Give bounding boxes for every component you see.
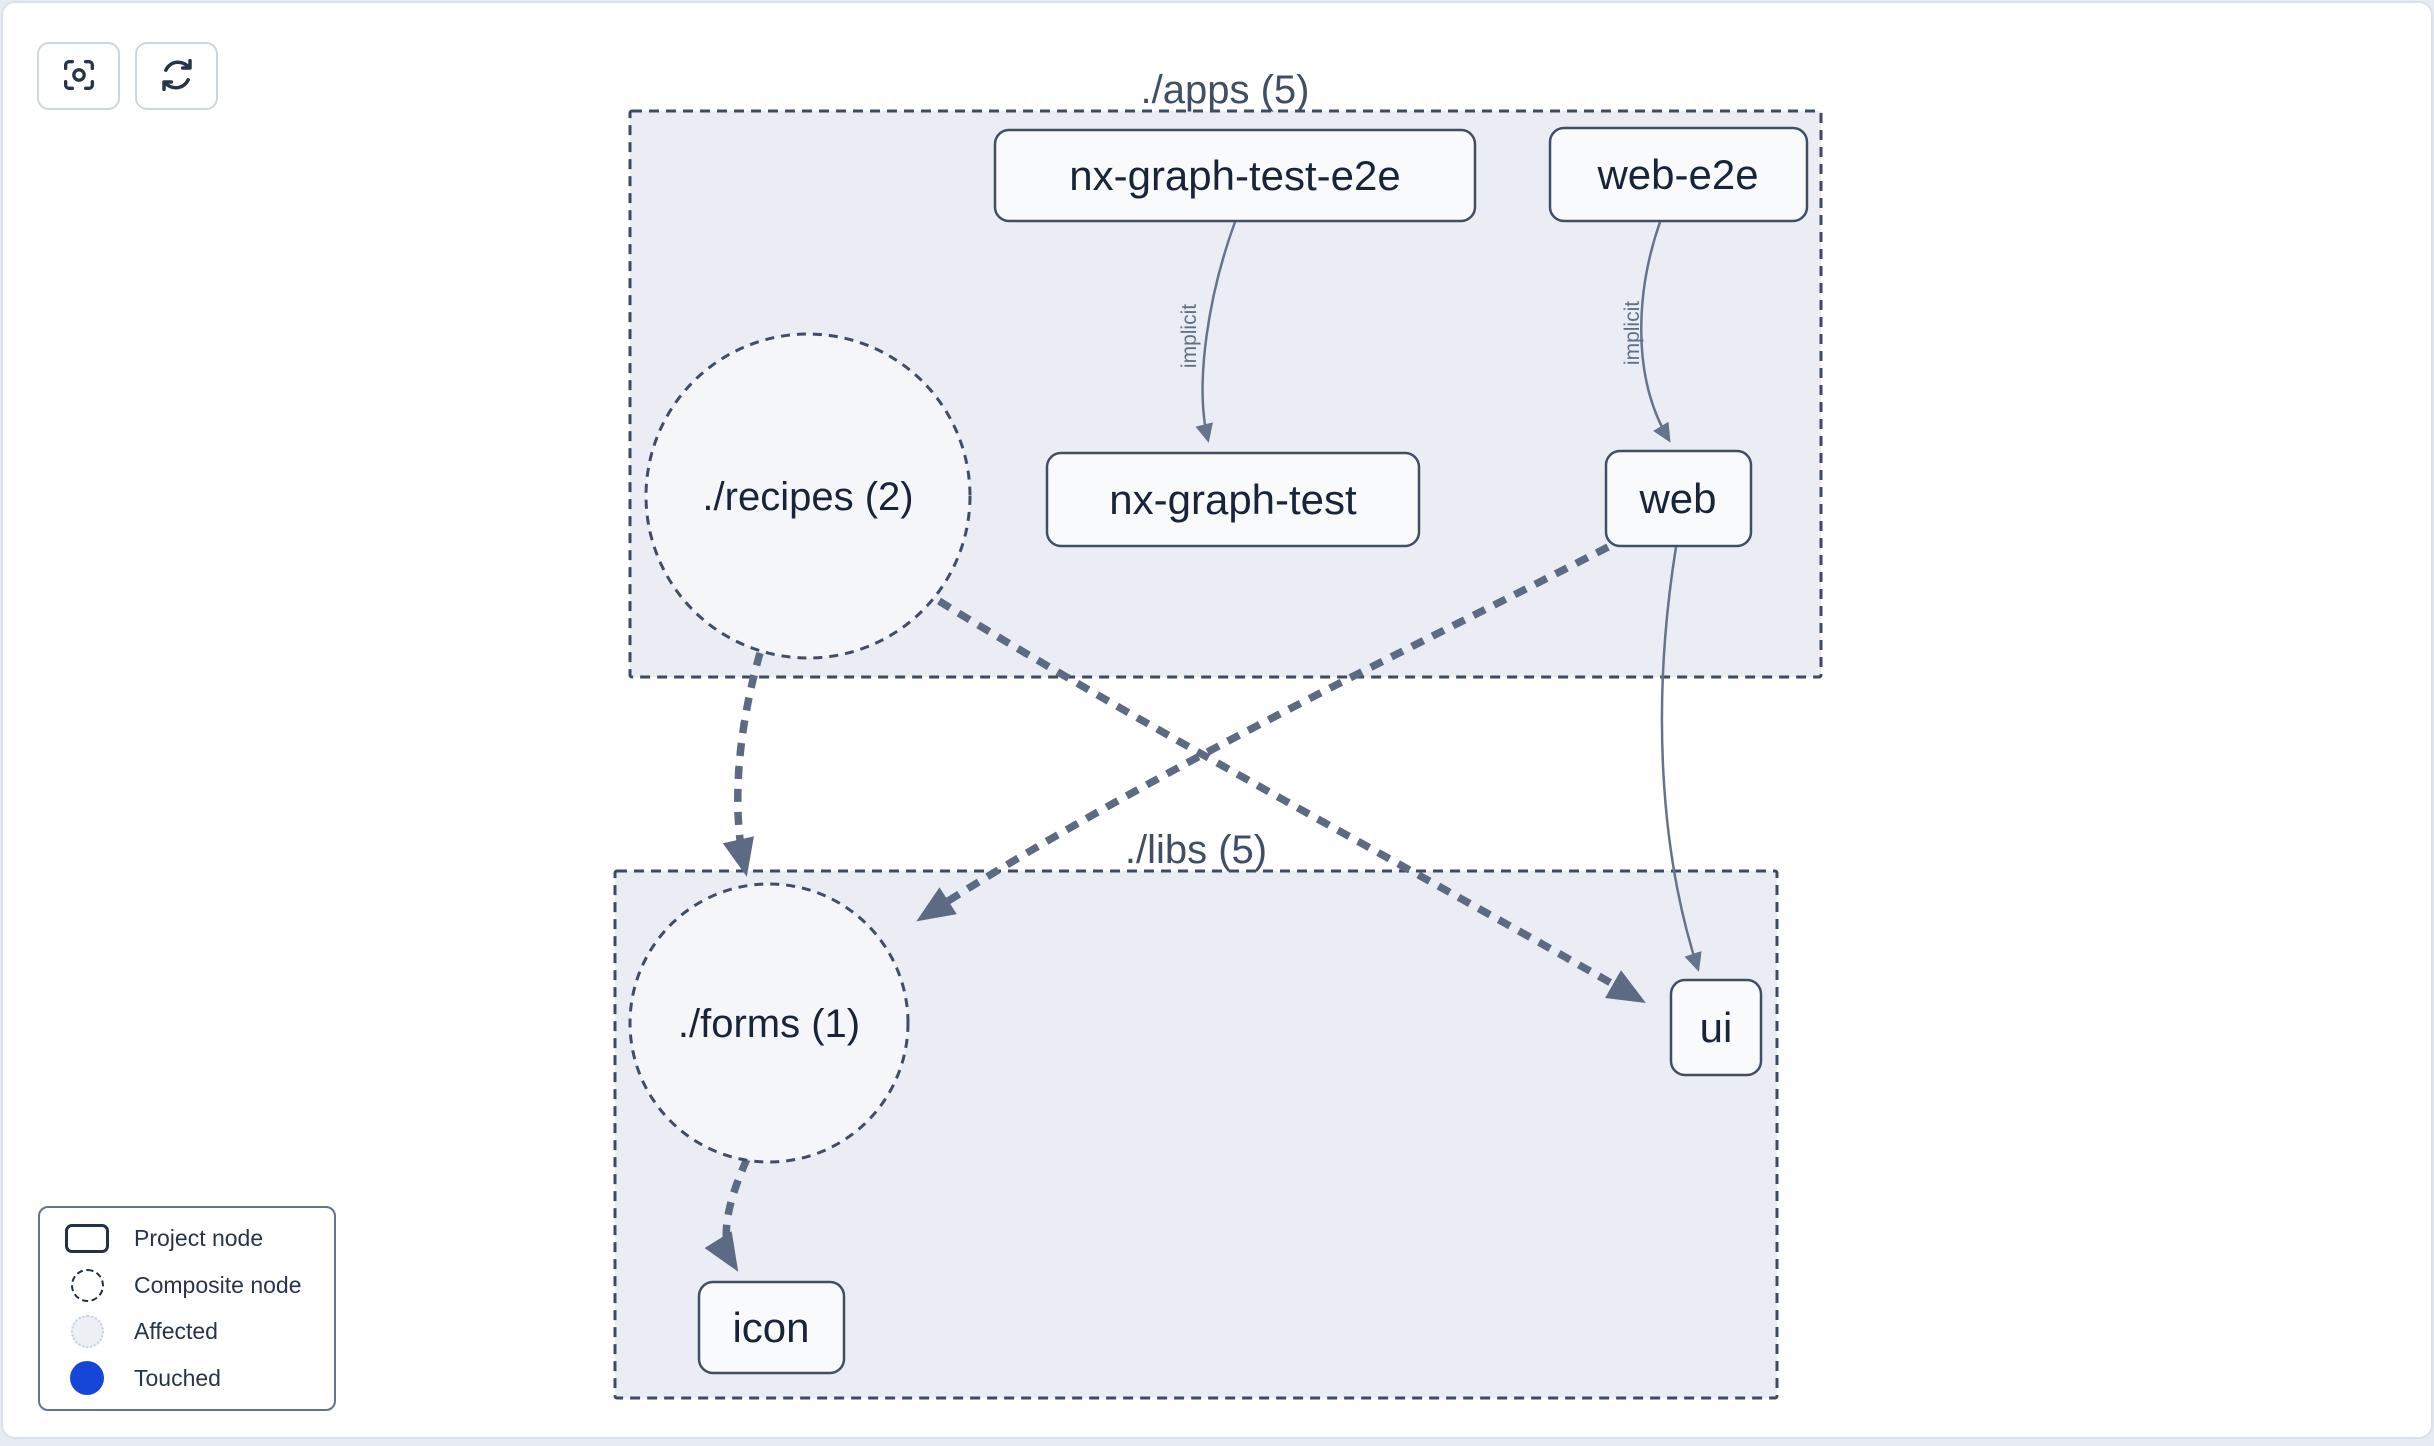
- project-node-ui[interactable]: ui: [1669, 978, 1763, 1077]
- affected-icon: [70, 1315, 104, 1349]
- edge-web-to-ui: [1660, 546, 1702, 972]
- legend-item-affected: Affected: [40, 1310, 334, 1354]
- composite-node-forms-circle[interactable]: [628, 882, 910, 1164]
- composite-node-forms[interactable]: ./forms (1): [628, 882, 910, 1164]
- composite-node-forms-label: ./forms (1): [678, 1002, 860, 1046]
- project-node-web-box[interactable]: [1604, 449, 1753, 548]
- project-node-icon-label: icon: [732, 1304, 809, 1351]
- edge-nx-graph-test-e2e-to-nx-graph-test: [1195, 221, 1237, 443]
- composite-node-icon: [70, 1268, 104, 1302]
- project-node-nx-graph-test-e2e-label: nx-graph-test-e2e: [1069, 152, 1401, 199]
- project-node-nx-graph-test-e2e[interactable]: nx-graph-test-e2e: [993, 128, 1477, 223]
- legend-label-composite-node: Composite node: [134, 1271, 302, 1298]
- project-node-ui-label: ui: [1700, 1004, 1733, 1051]
- focus-reset-button[interactable]: [37, 42, 120, 110]
- edge-web-e2e-to-web: [1640, 221, 1671, 443]
- legend-label-affected: Affected: [134, 1318, 218, 1345]
- toolbar: [37, 42, 218, 110]
- composite-node-recipes[interactable]: ./recipes (2): [644, 332, 972, 660]
- composite-node-recipes-label: ./recipes (2): [702, 475, 913, 519]
- project-node-ui-box[interactable]: [1669, 978, 1763, 1077]
- edge-label-implicit-2: implicit: [1621, 301, 1644, 365]
- project-node-nx-graph-test[interactable]: nx-graph-test: [1045, 451, 1421, 548]
- legend-label-touched: Touched: [134, 1364, 221, 1391]
- project-node-icon-box[interactable]: [697, 1280, 846, 1375]
- refresh-icon: [157, 55, 197, 98]
- project-graph-svg: ./apps (5) ./libs (5) implicit implicit …: [613, 68, 1823, 1400]
- focus-icon: [59, 55, 99, 98]
- cluster-libs-label: ./libs (5): [1125, 828, 1267, 872]
- project-node-nx-graph-test-label: nx-graph-test: [1109, 476, 1357, 523]
- cluster-apps-label: ./apps (5): [1141, 68, 1310, 112]
- project-node-web-e2e-label: web-e2e: [1596, 151, 1758, 198]
- project-node-web-e2e[interactable]: web-e2e: [1548, 126, 1809, 223]
- edge-recipes-to-ui: [937, 597, 1646, 1003]
- project-node-icon: [65, 1224, 109, 1254]
- project-node-nx-graph-test-box[interactable]: [1045, 451, 1421, 548]
- legend-item-composite-node: Composite node: [40, 1263, 334, 1307]
- composite-node-recipes-circle[interactable]: [644, 332, 972, 660]
- legend-item-project-node: Project node: [40, 1217, 334, 1261]
- project-node-icon[interactable]: icon: [697, 1280, 846, 1375]
- legend-item-touched: Touched: [40, 1356, 334, 1400]
- edge-label-implicit-1: implicit: [1178, 304, 1201, 368]
- legend: Project node Composite node Affected Tou…: [38, 1206, 336, 1411]
- touched-icon: [70, 1361, 104, 1396]
- legend-label-project-node: Project node: [134, 1225, 264, 1252]
- project-node-web[interactable]: web: [1604, 449, 1753, 548]
- project-node-web-label: web: [1638, 475, 1716, 522]
- edge-web-to-forms: [916, 543, 1610, 922]
- refresh-button[interactable]: [135, 42, 218, 110]
- edge-forms-to-icon: [704, 1157, 751, 1272]
- project-node-nx-graph-test-e2e-box[interactable]: [993, 128, 1477, 223]
- project-node-web-e2e-box[interactable]: [1548, 126, 1809, 223]
- edge-recipes-to-forms: [722, 651, 764, 877]
